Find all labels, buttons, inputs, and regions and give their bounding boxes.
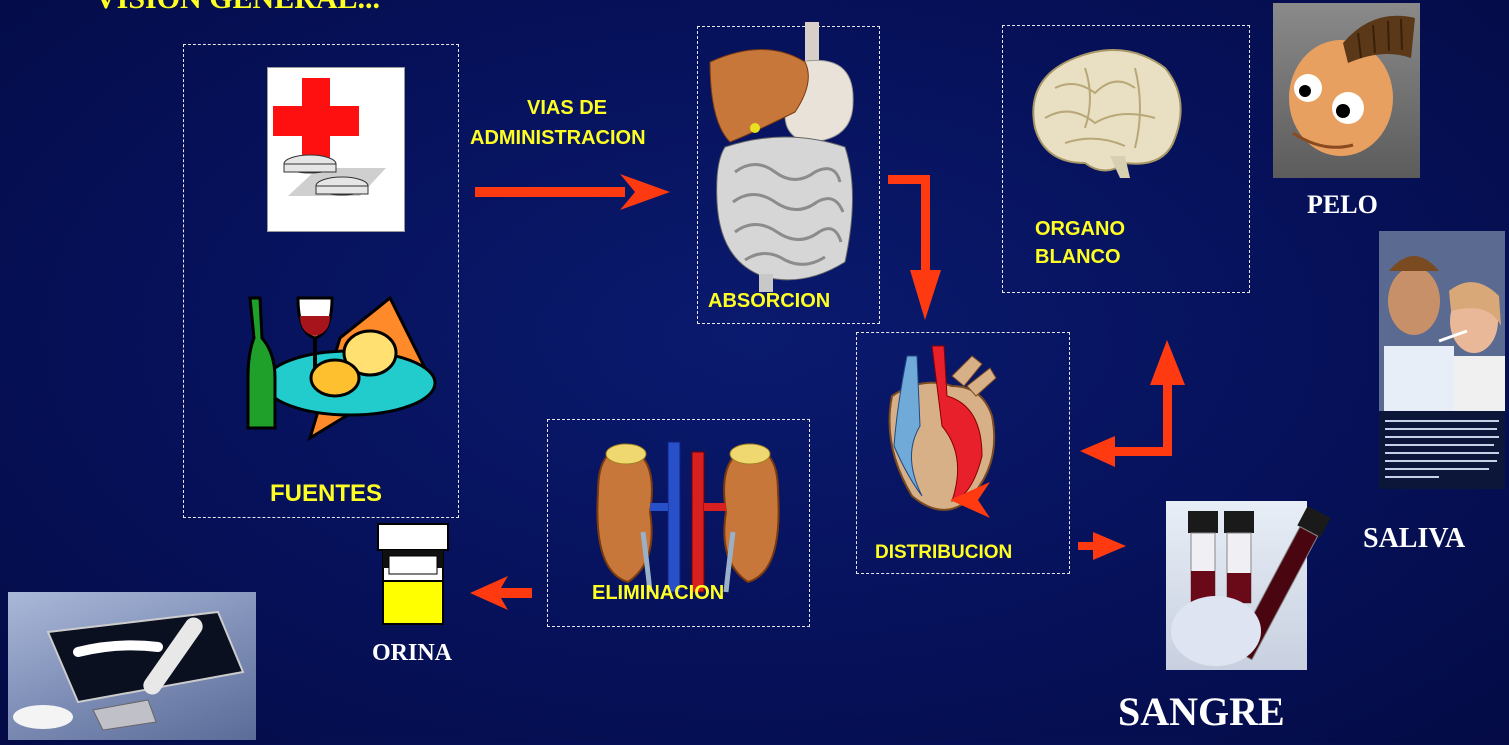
red-cross-aspirin-icon [267,67,405,232]
fuentes-label: FUENTES [270,480,382,508]
arrow-distribucion-eliminacion [950,482,995,518]
absorcion-label: ABSORCION [708,290,830,313]
arrow-distribucion-sangre [1078,532,1128,560]
pelo-label: PELO [1307,190,1378,220]
digestive-system-icon [705,22,865,292]
distribucion-label: DISTRIBUCION [875,542,1012,564]
urine-container-icon [377,523,449,625]
blood-tubes-photo [1166,501,1307,670]
arrow-distribucion-organo [1080,340,1190,470]
sangre-label: SANGRE [1118,688,1285,735]
saliva-label: SALIVA [1363,523,1465,555]
wine-food-icon [240,278,435,443]
orina-label: ORINA [372,640,452,667]
arrow-eliminacion-orina [470,576,532,610]
arrow-absorcion-distribucion [888,175,948,325]
saliva-test-photo [1379,231,1505,489]
page-title: VISION GENERAL... [95,0,380,16]
arrow-fuentes-absorcion [475,172,675,212]
kidneys-icon [588,432,788,592]
organo-blanco-label-line2: BLANCO [1035,246,1121,269]
organo-blanco-label-line1: ORGANO [1035,218,1125,241]
vias-label-line2: ADMINISTRACION [470,127,646,150]
brain-icon [1025,38,1185,178]
cocaine-mirror-photo [8,592,256,740]
eliminacion-label: ELIMINACION [592,582,724,605]
vias-label-line1: VIAS DE [527,97,607,120]
hair-head-icon [1273,3,1420,178]
